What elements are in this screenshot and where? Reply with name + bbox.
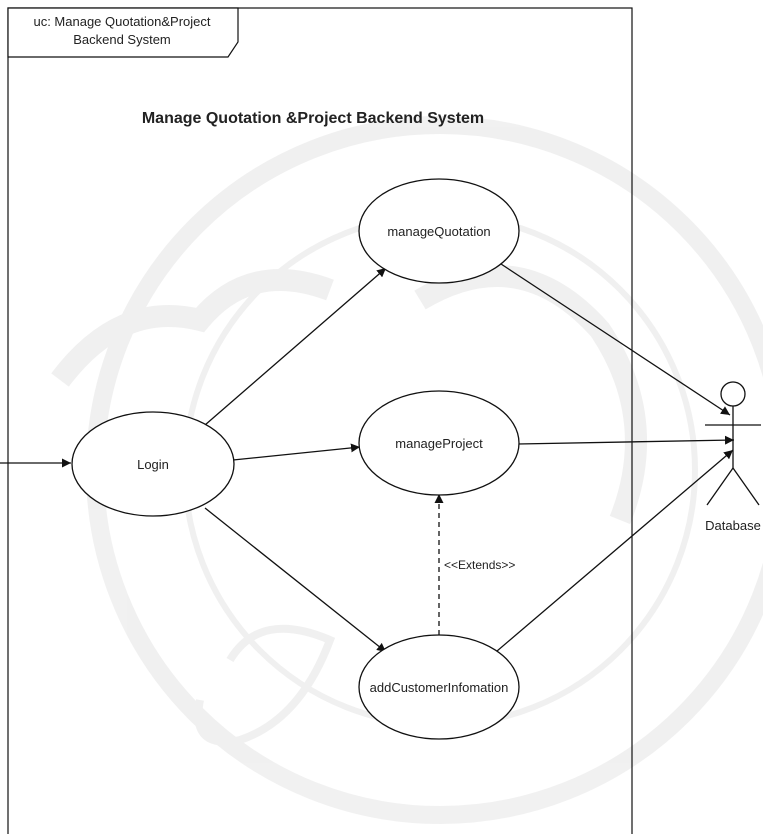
- usecase-managequotation-label: manageQuotation: [387, 224, 490, 239]
- usecase-login[interactable]: Login: [71, 411, 235, 517]
- system-frame: [7, 7, 633, 834]
- frame-tab-line1: uc: Manage Quotation&Project: [33, 14, 210, 29]
- login-managequotation-arrow: [204, 267, 387, 426]
- usecase-login-label: Login: [137, 457, 169, 472]
- usecase-manageproject-label: manageProject: [395, 436, 483, 451]
- actor-head-icon: [720, 381, 746, 407]
- usecase-addcustomerinfomation-label: addCustomerInfomation: [370, 680, 509, 695]
- manageproject-database-arrow: [517, 435, 735, 445]
- addcustomer-database-arrow: [489, 449, 734, 658]
- actor-database-label: Database: [705, 518, 761, 533]
- actor-database[interactable]: [705, 381, 761, 506]
- system-title: Manage Quotation &Project Backend System: [142, 110, 484, 127]
- frame-tab: [7, 7, 239, 58]
- login-addcustomer-arrow: [204, 507, 387, 653]
- usecase-addcustomerinfomation[interactable]: addCustomerInfomation: [358, 634, 520, 740]
- managequotation-database-arrow: [497, 261, 731, 416]
- login-manageproject-arrow: [232, 443, 361, 461]
- usecase-managequotation[interactable]: manageQuotation: [358, 178, 520, 284]
- frame-tab-line2: Backend System: [73, 32, 171, 47]
- usecase-manageproject[interactable]: manageProject: [358, 390, 520, 496]
- extends-label: <<Extends>>: [444, 558, 515, 572]
